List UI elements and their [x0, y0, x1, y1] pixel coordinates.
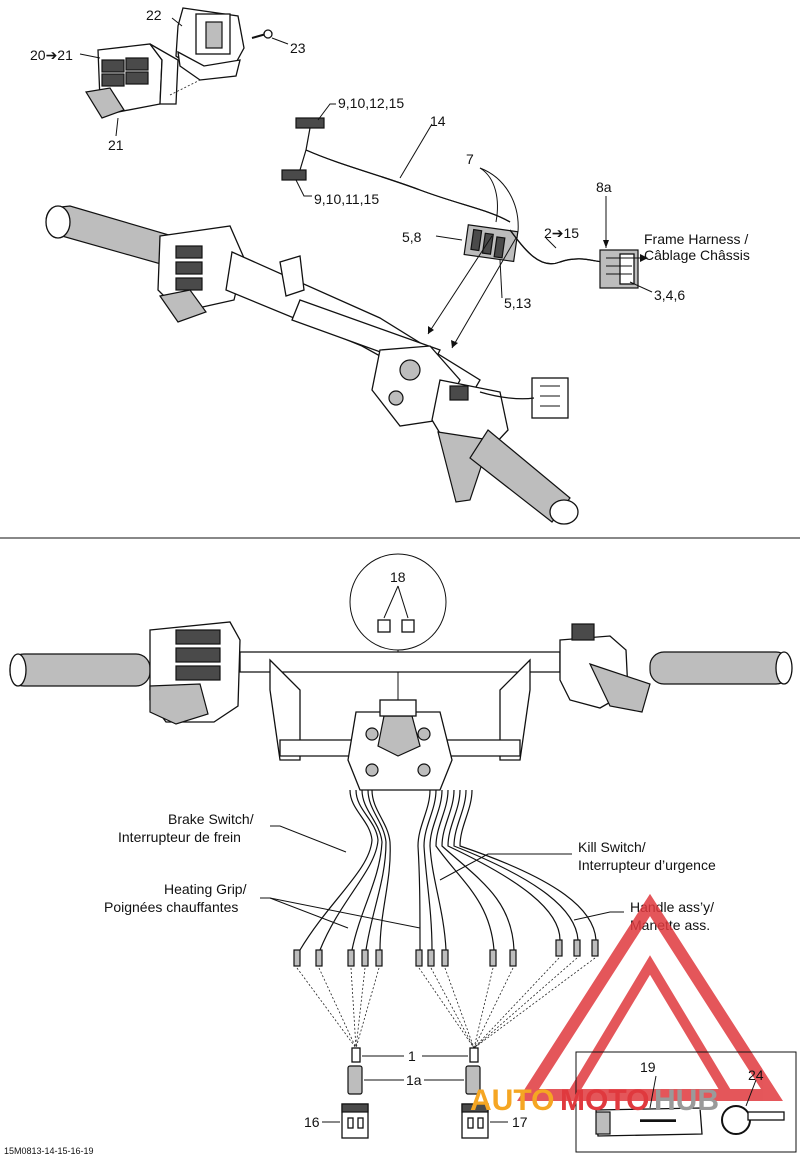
callout-1a: 1a: [406, 1072, 422, 1088]
callout-3-4-6: 3,4,6: [654, 287, 685, 303]
switch-assembly-drawing: [85, 43, 201, 119]
callout-18: 18: [390, 569, 406, 585]
callout-22: 22: [146, 7, 162, 23]
callout-5-13: 5,13: [504, 295, 531, 311]
handlebar-front-drawing: [9, 621, 793, 791]
callout-17: 17: [512, 1114, 528, 1130]
wire-bundles: [299, 789, 597, 951]
watermark-logo: [517, 893, 783, 1101]
label-heating-grip-fr: Poignées chauffantes: [104, 899, 238, 915]
callout-9-10-11-15: 9,10,11,15: [314, 191, 379, 207]
bottom-leader-lines: [260, 825, 624, 929]
small-connector-upper: [295, 117, 325, 151]
callout-24: 24: [748, 1067, 764, 1083]
connector-block-5-8: [463, 224, 519, 263]
dotted-guides: [296, 957, 596, 1049]
connector-17: [461, 1103, 508, 1139]
frame-connector-8a: [599, 249, 639, 289]
label-kill-switch-en: Kill Switch/: [578, 839, 646, 855]
callout-21: 21: [108, 137, 124, 153]
top-leader-lines: [79, 17, 653, 349]
screw-drawing: [251, 29, 273, 39]
watermark-text-auto: AUTO: [470, 1084, 554, 1117]
tube-text-decor: ▬▬▬▬: [640, 1114, 676, 1124]
label-frame-harness-en: Frame Harness /: [644, 231, 748, 247]
callout-19: 19: [640, 1059, 656, 1075]
watermark-text-hub: HUB: [654, 1084, 719, 1117]
label-heating-grip-en: Heating Grip/: [164, 881, 247, 897]
label-frame-harness-fr: Câblage Châssis: [644, 247, 750, 263]
small-connector-lower: [281, 149, 307, 181]
callout-5-8: 5,8: [402, 229, 422, 245]
callout-1: 1: [408, 1048, 416, 1064]
kit-box: ▬▬▬▬: [575, 1051, 797, 1153]
drawing-number: 15M0813-14-15-16-19: [4, 1146, 94, 1156]
label-handle-assy-fr: Manette ass.: [630, 917, 710, 933]
label-kill-switch-fr: Interrupteur d’urgence: [578, 857, 716, 873]
label-brake-switch-en: Brake Switch/: [168, 811, 254, 827]
switch-housing-cover-drawing: [175, 7, 245, 81]
callout-8a: 8a: [596, 179, 612, 195]
pin-1-and-1a: [347, 1047, 481, 1095]
callout-23: 23: [290, 40, 306, 56]
pin-terminals: [293, 939, 599, 967]
label-brake-switch-fr: Interrupteur de frein: [118, 829, 241, 845]
callout-14: 14: [430, 113, 446, 129]
callout-7: 7: [466, 151, 474, 167]
callout-16: 16: [304, 1114, 320, 1130]
callout-9-10-12-15: 9,10,12,15: [338, 95, 404, 111]
watermark-text-moto: MOTO: [560, 1084, 649, 1117]
callout-2-15: 2➔15: [544, 225, 579, 241]
callout-20-21: 20➔21: [30, 47, 73, 63]
connector-16: [322, 1103, 369, 1139]
handlebar-perspective-drawing: [45, 205, 579, 525]
